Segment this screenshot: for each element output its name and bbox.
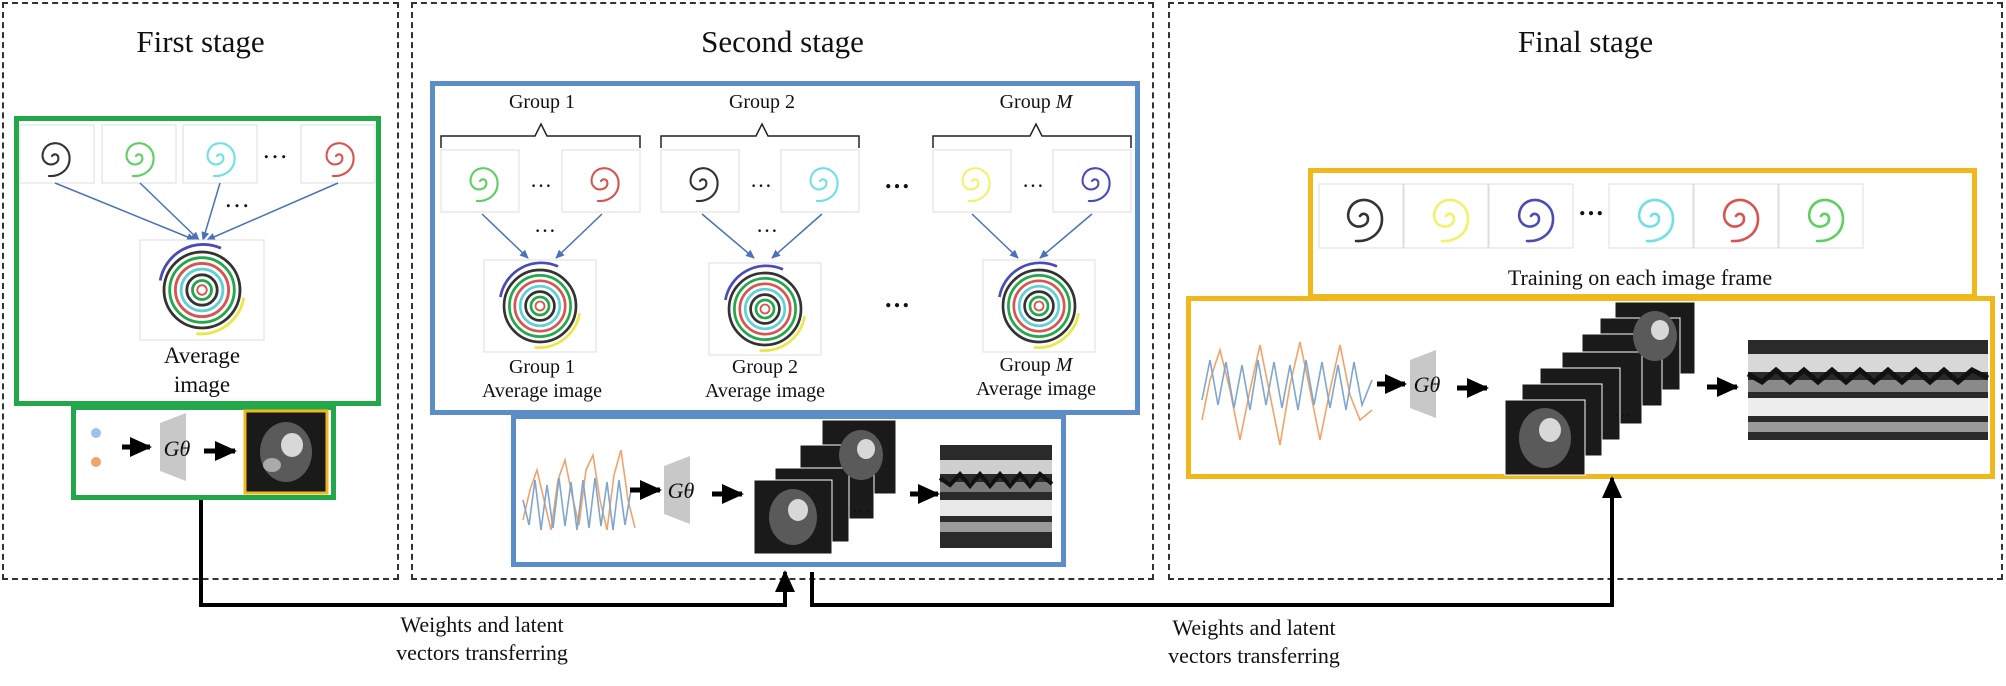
final-stage-mri-stack: [1504, 301, 1696, 476]
final-caption: Training on each image frame: [1507, 265, 1773, 290]
final-stage-tiles: [1318, 183, 1864, 249]
final-stack-ellipsis: …: [1614, 400, 1632, 420]
final-tiles-ellipsis: …: [1578, 192, 1604, 221]
group1-avg-label-line1: Group 1: [508, 356, 576, 378]
first-stage-arrows: [54, 182, 339, 241]
generator-label-2: Gθ: [667, 478, 695, 503]
first-avg-label-line1: Average: [163, 343, 241, 368]
groupM-tiles-ellipsis: …: [1022, 167, 1044, 192]
group2-avg-label-line2: Average image: [704, 380, 826, 402]
final-stage-title: Final stage: [1517, 24, 1654, 59]
final-stage-latent-curves: [1201, 341, 1373, 446]
group2-tiles-ellipsis: …: [750, 167, 772, 192]
first-ellipsis-row: …: [262, 135, 288, 164]
second-stage-title: Second stage: [701, 24, 864, 59]
final-stage-generator-box: [1186, 296, 1995, 479]
final-stage-motion-strip: [1746, 340, 1990, 440]
transfer-label-2-line2: vectors transferring: [1168, 643, 1340, 668]
groups-ellipsis: …: [884, 165, 910, 194]
first-avg-tile: [139, 239, 265, 341]
transfer-label-2-line1: Weights and latent: [1172, 615, 1336, 640]
latent-dot-orange: [91, 457, 101, 467]
transfer-arrows: [199, 476, 1622, 607]
groupM-label: Group M: [994, 90, 1078, 115]
group2-mid-ellipsis: …: [756, 212, 778, 237]
group1-label: Group 1: [508, 91, 576, 113]
first-stage-tiles: [19, 124, 376, 184]
first-ellipsis-mid: …: [224, 184, 250, 213]
second-stage-motion-strip: [938, 445, 1054, 548]
second-stage-latent-curves: [522, 449, 636, 531]
final-stage-frame: Final stage: [1168, 2, 2003, 580]
second-stack-ellipsis: …: [852, 496, 870, 516]
second-stage-blue-box: [430, 81, 1140, 415]
second-stage-generator-box: [511, 414, 1066, 567]
second-stage-tiles: [440, 149, 1132, 213]
avg-row-ellipsis: …: [884, 284, 910, 313]
transfer-label-1-line1: Weights and latent: [400, 612, 564, 637]
first-stage-green-box: [14, 116, 381, 406]
second-stage-arrows: [481, 213, 1093, 259]
groupM-avg-label-var: M: [1055, 354, 1073, 376]
groupM-label-text: Group: [999, 91, 1056, 113]
first-stage-title: First stage: [136, 24, 265, 59]
group2-label: Group 2: [728, 91, 796, 113]
first-avg-label-line2: image: [173, 372, 231, 397]
group-braces: [440, 122, 1132, 148]
latent-dot-blue: [91, 428, 101, 438]
groupM-avg-label-line2: Average image: [975, 378, 1097, 400]
group1-tiles-ellipsis: …: [530, 167, 552, 192]
transfer-label-1-line2: vectors transferring: [396, 640, 568, 665]
groupM-label-var: M: [1055, 91, 1073, 113]
group1-avg-label-line2: Average image: [481, 380, 603, 402]
generator-label-1: Gθ: [163, 436, 191, 461]
groupM-avg-label-text: Group: [999, 354, 1056, 376]
second-stage-mri-stack: [753, 419, 897, 555]
group2-avg-label-line1: Group 2: [731, 356, 799, 378]
group1-mid-ellipsis: …: [534, 212, 556, 237]
groupM-avg-label-line1: Group M: [994, 353, 1078, 378]
generator-label-3: Gθ: [1413, 372, 1441, 397]
first-stage-generator-box: [71, 405, 336, 500]
